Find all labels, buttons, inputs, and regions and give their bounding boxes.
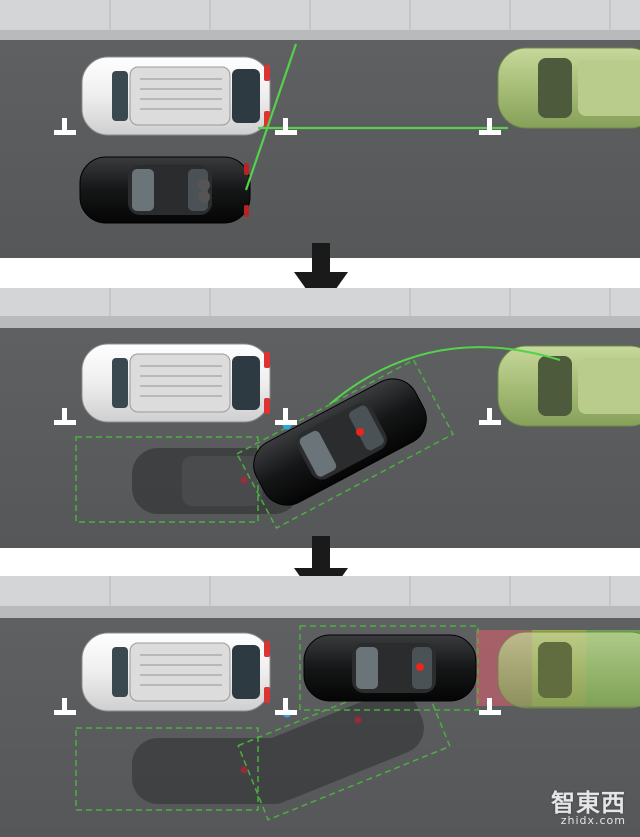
trajectory-arc bbox=[329, 346, 561, 405]
green-car bbox=[497, 345, 640, 427]
previous-dashed-box bbox=[75, 727, 259, 811]
sidewalk bbox=[0, 288, 640, 316]
space-markers bbox=[54, 408, 501, 425]
sensor-dot bbox=[356, 428, 364, 436]
watermark-domain: zhidx.com bbox=[560, 814, 626, 827]
watermark: 智東西 zhidx.com bbox=[551, 791, 626, 827]
black-sedan-reversing bbox=[253, 378, 427, 506]
curb bbox=[0, 316, 640, 328]
green-car bbox=[497, 47, 640, 129]
panel-2 bbox=[0, 288, 640, 548]
curb bbox=[0, 30, 640, 40]
space-markers bbox=[54, 118, 501, 135]
curb bbox=[0, 606, 640, 618]
panel-1 bbox=[0, 0, 640, 258]
space-markers bbox=[54, 698, 501, 715]
sensor-dot bbox=[416, 663, 424, 671]
sidewalk bbox=[0, 576, 640, 606]
white-suv bbox=[81, 343, 271, 423]
black-sedan-parked bbox=[303, 634, 477, 702]
green-car bbox=[497, 631, 640, 709]
white-suv bbox=[81, 632, 271, 712]
white-suv bbox=[81, 56, 271, 136]
sidewalk bbox=[0, 0, 640, 30]
panel-3 bbox=[0, 576, 640, 837]
watermark-logo-text: 智東西 bbox=[551, 789, 626, 817]
final-dashed-box bbox=[299, 625, 479, 711]
measurement-lines bbox=[244, 43, 508, 191]
black-sedan bbox=[79, 156, 251, 224]
